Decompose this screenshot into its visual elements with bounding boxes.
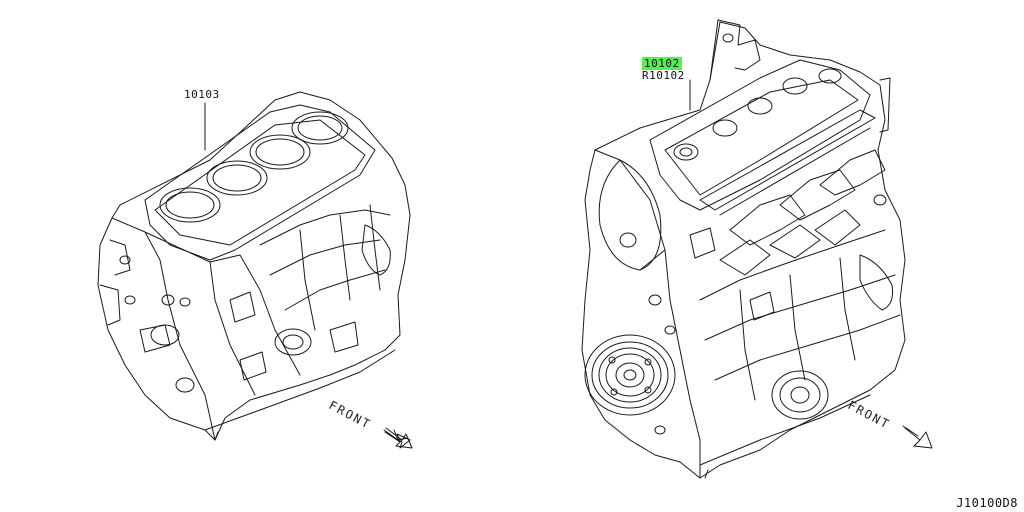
drawing-code: J10100D8 (956, 496, 1018, 510)
cylinder-block-illustration (97, 91, 411, 441)
part-number-10102[interactable]: 10102 (642, 57, 682, 70)
highlighted-part-number[interactable]: 10102 (642, 57, 682, 70)
front-arrow-right (902, 425, 933, 449)
engine-assembly-illustration (581, 19, 906, 479)
front-arrow-left (383, 427, 413, 449)
part-number-r10102[interactable]: R10102 (642, 69, 685, 82)
part-number-10103[interactable]: 10103 (184, 88, 220, 101)
